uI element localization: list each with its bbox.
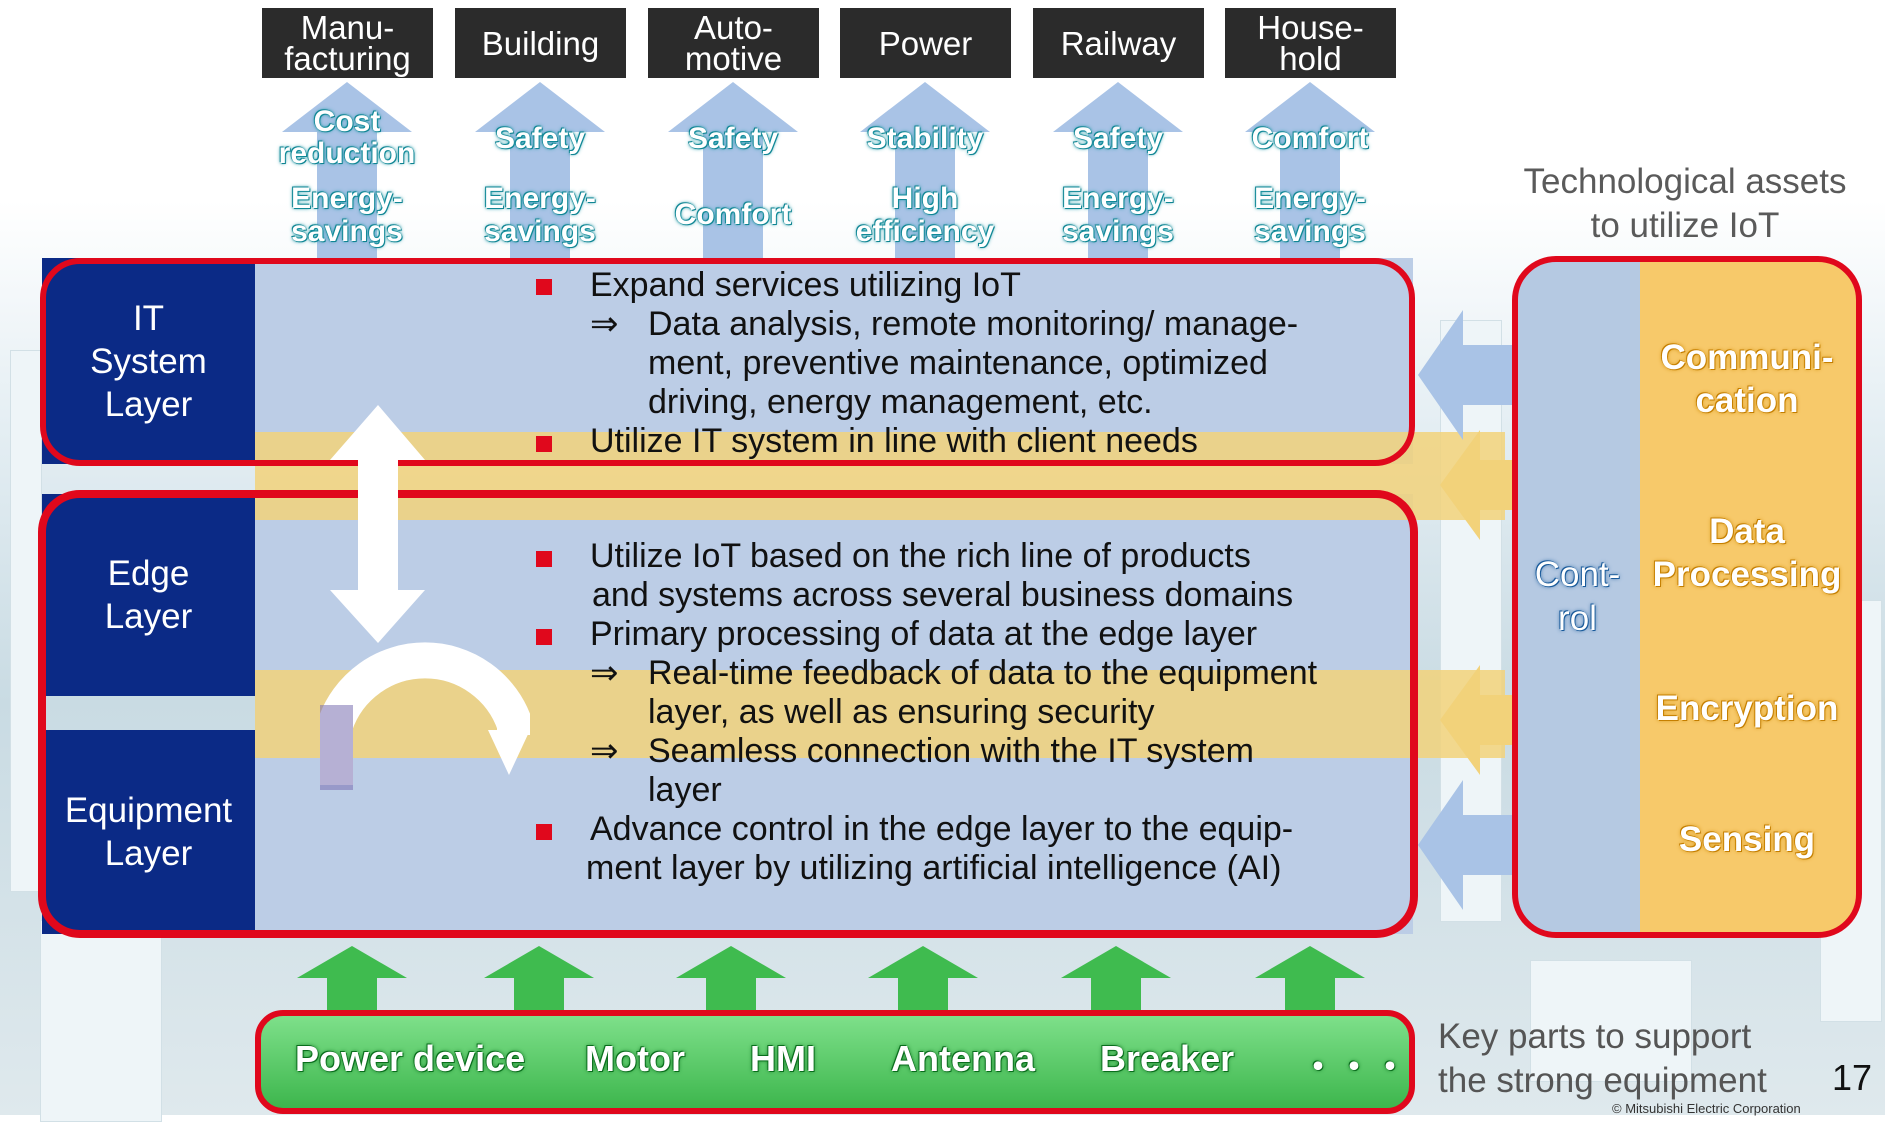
value-label: Energy- savings	[1254, 182, 1366, 248]
asset-data-processing: Data Processing	[1652, 512, 1842, 594]
key-parts-box	[255, 1010, 1415, 1114]
value-label: High efficiency	[855, 182, 995, 248]
control-column	[1515, 258, 1640, 936]
part-more: ・・・	[1300, 1046, 1409, 1087]
asset-arrow	[1418, 310, 1518, 440]
parts-up-arrow	[1061, 946, 1171, 1014]
value-label: Energy- savings	[291, 182, 403, 248]
edge-bullet-3: Advance control in the edge layer to the…	[590, 810, 1294, 848]
it-bullet-2: Utilize IT system in line with client ne…	[590, 422, 1198, 460]
page-number: 17	[1832, 1057, 1873, 1098]
value-up-arrow	[475, 82, 605, 258]
key-parts-caption: Key parts to support the strong equipmen…	[1438, 1017, 1767, 1100]
part-antenna: Antenna	[891, 1038, 1035, 1079]
value-label: Energy- savings	[484, 182, 596, 248]
value-label: Comfort	[674, 198, 792, 231]
it-sub-line: driving, energy management, etc.	[648, 383, 1153, 421]
bullet-marker	[536, 551, 552, 567]
edge-layer-label: Edge Layer	[42, 494, 255, 696]
part-hmi: HMI	[750, 1038, 816, 1079]
value-label: Energy- savings	[1062, 182, 1174, 248]
assets-heading: Technological assets to utilize IoT	[1523, 162, 1847, 245]
part-breaker: Breaker	[1100, 1038, 1235, 1079]
domain-power: Power	[840, 8, 1011, 78]
asset-arrow	[1440, 430, 1520, 540]
edge-bullet-1: Utilize IoT based on the rich line of pr…	[590, 537, 1251, 575]
copyright: © Mitsubishi Electric Corporation	[1612, 1101, 1801, 1116]
it-sub-line: ment, preventive maintenance, optimized	[648, 344, 1268, 382]
arrow-marker: ⇒	[590, 654, 619, 692]
value-up-arrow	[1245, 82, 1375, 258]
asset-communication: Communi- cation	[1660, 338, 1834, 420]
value-label: Safety	[687, 122, 779, 155]
bullet-marker	[536, 824, 552, 840]
it-content-area	[255, 258, 1413, 464]
bullet-marker	[536, 279, 552, 295]
edge-bullet-1-cont: and systems across several business doma…	[592, 576, 1294, 614]
domain-railway: Railway	[1033, 8, 1204, 78]
domain-household: House- hold	[1225, 8, 1396, 78]
domain-manufacturing: Manu- facturing	[262, 8, 433, 78]
parts-up-arrow	[484, 946, 594, 1014]
edge-sub-line: Seamless connection with the IT system	[648, 732, 1254, 770]
asset-arrow	[1440, 665, 1520, 775]
domain-automotive: Auto- motive	[648, 8, 819, 78]
domain-building: Building	[455, 8, 626, 78]
arrow-marker: ⇒	[590, 305, 619, 343]
edge-sub-line: layer, as well as ensuring security	[648, 693, 1155, 731]
edge-bullet-3-cont: ment layer by utilizing artificial intel…	[586, 849, 1282, 887]
value-up-arrow	[668, 82, 798, 258]
it-layer-frame	[40, 258, 1415, 466]
bullet-marker	[536, 629, 552, 645]
it-sub-line: Data analysis, remote monitoring/ manage…	[648, 305, 1299, 343]
value-up-arrow	[1053, 82, 1183, 258]
value-label: Stability	[866, 122, 984, 155]
edge-sub-line: Real-time feedback of data to the equipm…	[648, 654, 1318, 692]
value-label: Cost reduction	[278, 105, 416, 170]
edge-sub-line: layer	[648, 771, 722, 809]
arrow-marker: ⇒	[590, 732, 619, 770]
it-bullet-1: Expand services utilizing IoT	[590, 266, 1021, 304]
edge-equipment-frame	[38, 490, 1418, 938]
asset-arrow	[1418, 780, 1518, 910]
value-up-arrow	[860, 82, 990, 258]
part-motor: Motor	[585, 1038, 685, 1079]
assets-frame	[1512, 256, 1862, 938]
parts-up-arrow	[1255, 946, 1365, 1014]
assets-panel	[1515, 258, 1860, 936]
parts-up-arrow	[676, 946, 786, 1014]
data-flow-arrows	[320, 405, 530, 790]
value-up-arrow	[282, 82, 412, 258]
edge-bullet-2: Primary processing of data at the edge l…	[590, 615, 1258, 653]
part-power-device: Power device	[295, 1038, 526, 1079]
asset-band	[255, 432, 1505, 520]
asset-sensing: Sensing	[1678, 820, 1816, 859]
value-label: Safety	[1072, 122, 1164, 155]
parts-up-arrow	[297, 946, 407, 1014]
parts-up-arrow	[868, 946, 978, 1014]
bullet-marker	[536, 436, 552, 452]
asset-encryption: Encryption	[1655, 689, 1839, 728]
value-label: Safety	[494, 122, 586, 155]
value-label: Comfort	[1251, 122, 1369, 155]
control-label: Cont- rol	[1534, 555, 1621, 638]
